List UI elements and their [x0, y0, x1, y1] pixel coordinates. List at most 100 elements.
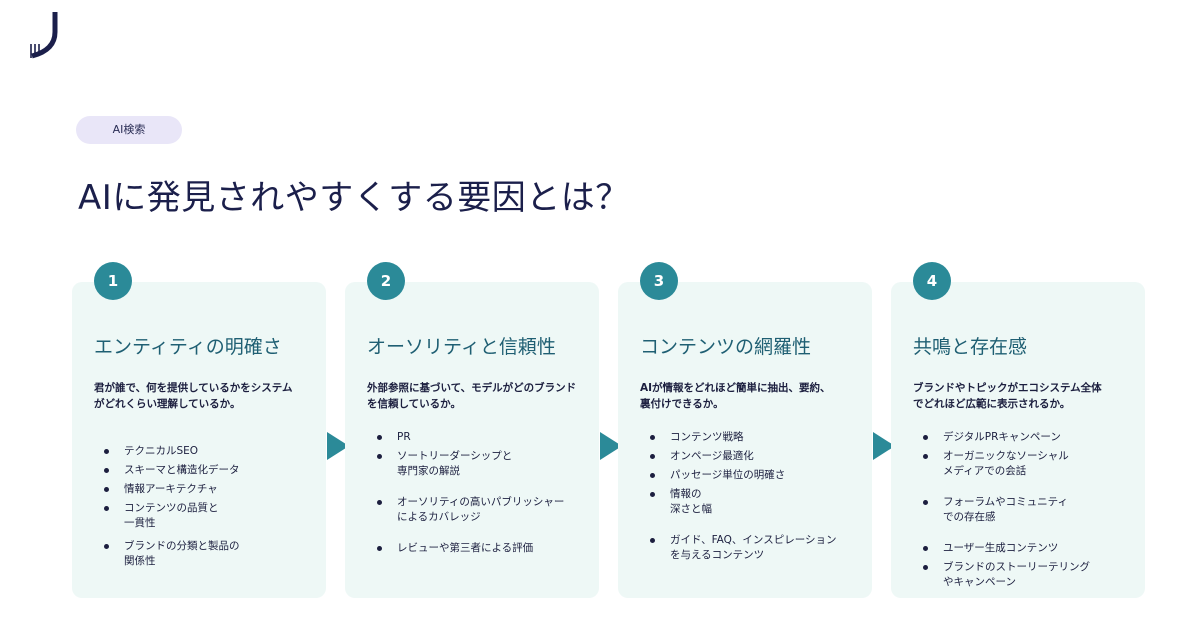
step-number-badge: 2 — [367, 262, 405, 300]
list-item: 情報の深さと幅 — [640, 487, 860, 517]
list-item-text: によるカバレッジ — [397, 511, 481, 523]
card-description: AIが情報をどれほど簡単に抽出、要約、裏付けできるか。 — [640, 380, 865, 412]
list-item-text: レビューや第三者による評価 — [397, 542, 534, 554]
bullet-icon — [650, 435, 655, 440]
card-description: ブランドやトピックがエコシステム全体でどれほど広範に表示されるか。 — [913, 380, 1138, 412]
factor-card-3: 3 コンテンツの網羅性 AIが情報をどれほど簡単に抽出、要約、裏付けできるか。コンテ… — [618, 262, 872, 598]
description-line: を信頼しているか。 — [367, 398, 461, 410]
factor-card-1: 1 エンティティの明確さ君が誰で、何を提供しているかをシステムがどれくらい理解して… — [72, 262, 326, 598]
bullet-icon — [923, 500, 928, 505]
list-item-text: フォーラムやコミュニティ — [943, 496, 1069, 508]
bullet-icon — [104, 544, 109, 549]
step-number-badge: 1 — [94, 262, 132, 300]
list-item-text: PR — [397, 431, 411, 443]
list-item: ブランドの分類と製品の関係性 — [94, 539, 314, 569]
list-item: 情報アーキテクチャ — [94, 482, 314, 497]
list-item: パッセージ単位の明確さ — [640, 468, 860, 483]
list-item: オーソリティの高いパブリッシャーによるカバレッジ — [367, 495, 587, 525]
list-item-text: オンページ最適化 — [670, 450, 754, 462]
bullet-icon — [377, 500, 382, 505]
card-title: コンテンツの網羅性 — [640, 336, 812, 358]
list-item-text: 情報の — [670, 488, 702, 500]
description-line: 君が誰で、何を提供しているかをシステム — [94, 382, 293, 394]
bullet-icon — [104, 468, 109, 473]
factor-list: デジタルPRキャンペーンオーガニックなソーシャルメディアでの会話フォーラムやコミ… — [913, 430, 1133, 590]
list-item-text: オーソリティの高いパブリッシャー — [397, 496, 565, 508]
list-item: オンページ最適化 — [640, 449, 860, 464]
bullet-icon — [650, 492, 655, 497]
description-line: 外部参照に基づいて、モデルがどのブランド — [367, 382, 577, 394]
bullet-icon — [923, 435, 928, 440]
category-tag: AI検索 — [76, 116, 182, 144]
bullet-icon — [650, 538, 655, 543]
factor-card-2: 2 オーソリティと信頼性外部参照に基づいて、モデルがどのブランドを信頼しているか。… — [345, 262, 599, 598]
list-item-text: オーガニックなソーシャル — [943, 450, 1069, 462]
logo-mark — [30, 12, 58, 59]
list-item-text: での存在感 — [943, 511, 996, 523]
list-item: コンテンツ戦略 — [640, 430, 860, 445]
list-item-text: 一貫性 — [124, 517, 156, 529]
description-line: がどれくらい理解しているか。 — [94, 398, 241, 410]
list-item-text: コンテンツの品質と — [124, 502, 219, 514]
list-item-text: スキーマと構造化データ — [124, 464, 240, 476]
list-item-text: を与えるコンテンツ — [670, 549, 765, 561]
description-line: ブランドやトピックがエコシステム全体 — [913, 382, 1102, 394]
bullet-icon — [104, 487, 109, 492]
arrow-right-icon — [873, 432, 895, 460]
list-item-text: パッセージ単位の明確さ — [670, 469, 786, 481]
list-item: スキーマと構造化データ — [94, 463, 314, 478]
list-item-text: 関係性 — [124, 555, 156, 567]
bullet-icon — [650, 454, 655, 459]
factor-card-4: 4 共鳴と存在感ブランドやトピックがエコシステム全体でどれほど広範に表示されるか。… — [891, 262, 1145, 598]
step-number-badge: 3 — [640, 262, 678, 300]
list-item-text: デジタルPRキャンペーン — [943, 431, 1061, 443]
bullet-icon — [650, 473, 655, 478]
card-description: 君が誰で、何を提供しているかをシステムがどれくらい理解しているか。 — [94, 380, 319, 412]
list-item: ユーザー生成コンテンツ — [913, 541, 1133, 556]
card-description: 外部参照に基づいて、モデルがどのブランドを信頼しているか。 — [367, 380, 592, 412]
page-title: AIに発見されやすくする要因とは？ — [78, 178, 630, 218]
list-item: オーガニックなソーシャルメディアでの会話 — [913, 449, 1133, 479]
card-title: エンティティの明確さ — [94, 336, 282, 358]
list-item-text: やキャンペーン — [943, 576, 1016, 588]
bullet-icon — [377, 435, 382, 440]
list-item-text: 専門家の解説 — [397, 465, 460, 477]
list-item: フォーラムやコミュニティでの存在感 — [913, 495, 1133, 525]
list-item-text: ブランドのストーリーテリング — [943, 561, 1090, 573]
list-item-text: ブランドの分類と製品の — [124, 540, 240, 552]
bullet-icon — [923, 565, 928, 570]
arrow-right-icon — [600, 432, 622, 460]
list-item-text: テクニカルSEO — [124, 445, 199, 457]
bullet-icon — [923, 546, 928, 551]
list-item-text: ユーザー生成コンテンツ — [943, 542, 1059, 554]
list-item-text: メディアでの会話 — [943, 465, 1027, 477]
factor-list: コンテンツ戦略オンページ最適化パッセージ単位の明確さ情報の深さと幅ガイド、FAQ… — [640, 430, 860, 563]
description-line: AIが情報をどれほど簡単に抽出、要約、 — [640, 382, 831, 394]
card-title: オーソリティと信頼性 — [367, 336, 556, 358]
list-item: ガイド、FAQ、インスピレーションを与えるコンテンツ — [640, 533, 860, 563]
list-item-text: 深さと幅 — [670, 503, 712, 515]
list-item: ブランドのストーリーテリングやキャンペーン — [913, 560, 1133, 590]
description-line: 裏付けできるか。 — [640, 398, 724, 410]
list-item-text: ソートリーダーシップと — [397, 450, 513, 462]
list-item-text: ガイド、FAQ、インスピレーション — [670, 534, 837, 546]
bullet-icon — [377, 454, 382, 459]
step-number-badge: 4 — [913, 262, 951, 300]
list-item-text: 情報アーキテクチャ — [124, 483, 218, 495]
card-title: 共鳴と存在感 — [913, 336, 1028, 358]
bullet-icon — [377, 546, 382, 551]
list-item: PR — [367, 430, 587, 445]
list-item-text: コンテンツ戦略 — [670, 431, 744, 443]
arrow-right-icon — [327, 432, 349, 460]
description-line: でどれほど広範に表示されるか。 — [913, 398, 1071, 410]
list-item: デジタルPRキャンペーン — [913, 430, 1133, 445]
list-item: コンテンツの品質と一貫性 — [94, 501, 314, 531]
bullet-icon — [923, 454, 928, 459]
list-item: ソートリーダーシップと専門家の解説 — [367, 449, 587, 479]
list-item: レビューや第三者による評価 — [367, 541, 587, 556]
bullet-icon — [104, 449, 109, 454]
bullet-icon — [104, 506, 109, 511]
list-item: テクニカルSEO — [94, 444, 314, 459]
